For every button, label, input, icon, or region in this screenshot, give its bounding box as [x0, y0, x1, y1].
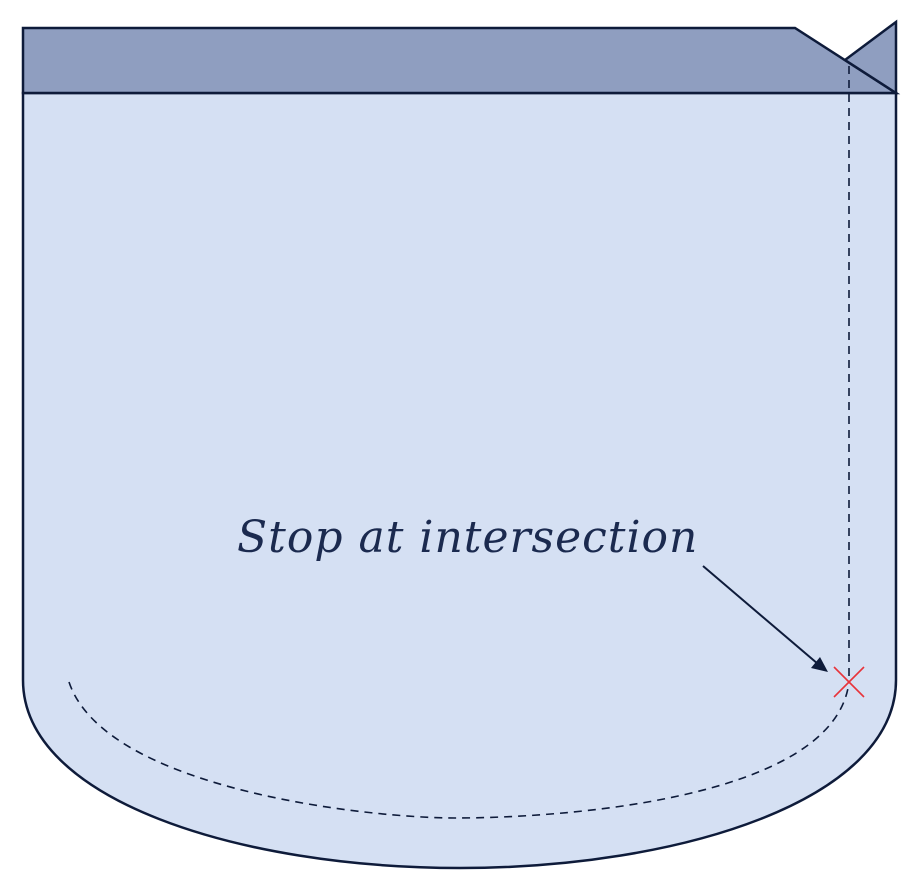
annotation-label: Stop at intersection — [237, 512, 698, 563]
annotation-arrowhead — [811, 657, 828, 672]
top-band — [21, 26, 901, 95]
annotation-arrow-line — [702, 565, 819, 665]
pocket-body — [21, 91, 898, 870]
folded-corner-flap — [842, 19, 898, 96]
curved-stitch-line — [68, 681, 850, 819]
intersection-x-marker — [833, 666, 865, 698]
